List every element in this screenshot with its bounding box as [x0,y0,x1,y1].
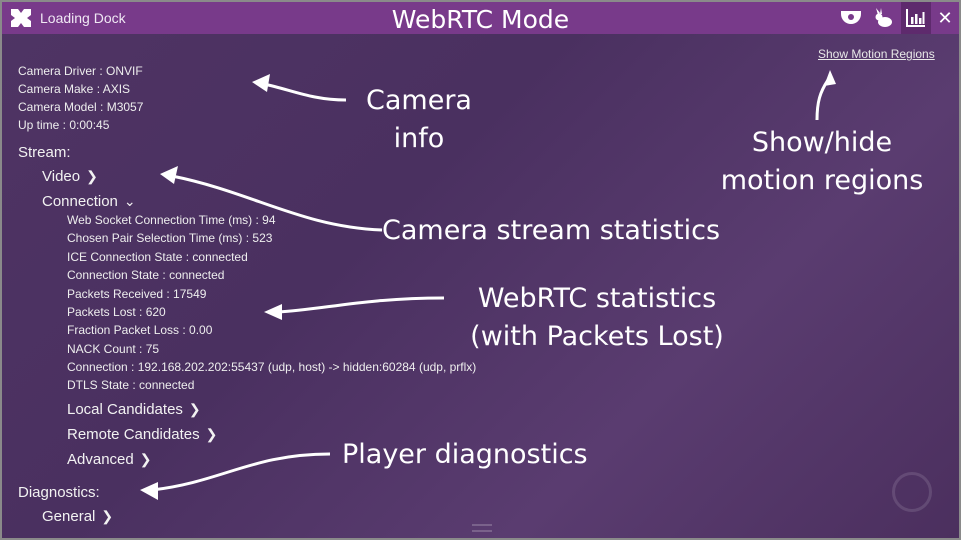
camera-driver: Camera Driver : ONVIF [18,64,143,78]
chevron-right-icon: ❯ [139,451,152,467]
diagnostics-label: Diagnostics: [18,484,100,501]
annotation-line: info [393,123,445,154]
local-candidates-label: Local Candidates [67,401,183,418]
general-label: General [42,508,96,525]
chevron-right-icon: ❯ [188,401,201,417]
remote-candidates-toggle[interactable]: Remote Candidates ❯ [67,426,217,443]
remote-candidates-label: Remote Candidates [67,426,200,443]
annotation-line: motion regions [720,165,924,196]
app-logo-icon [11,9,31,27]
stat-ws-time: Web Socket Connection Time (ms) : 94 [67,213,276,227]
connection-toggle[interactable]: Connection ⌄ [42,193,136,210]
rabbit-icon[interactable] [868,2,898,34]
advanced-label: Advanced [67,451,134,468]
camera-dome-icon[interactable] [836,2,866,34]
bar-chart-icon[interactable] [901,2,931,34]
annotation-line: Show/hide [751,127,893,158]
video-toggle[interactable]: Video ❯ [42,168,98,185]
annotation-webrtc: WebRTC statistics (with Packets Lost) [442,280,752,356]
arrow-webrtc [276,296,445,314]
window-title: Loading Dock [40,10,126,26]
annotation-line: (with Packets Lost) [470,321,724,352]
stat-dtls: DTLS State : connected [67,378,195,392]
arrow-stream-stats [171,174,383,232]
camera-model: Camera Model : M3057 [18,100,144,114]
chevron-right-icon: ❯ [101,508,114,524]
drag-handle[interactable] [472,524,492,532]
stat-ice-state: ICE Connection State : connected [67,250,248,264]
annotation-stream-stats: Camera stream statistics [382,215,721,246]
advanced-toggle[interactable]: Advanced ❯ [67,451,151,468]
annotation-player: Player diagnostics [342,439,588,470]
show-motion-regions-link[interactable]: Show Motion Regions [818,47,935,61]
annotation-line: WebRTC statistics [477,283,717,314]
zoom-search-icon[interactable] [892,472,932,512]
stat-fraction-loss: Fraction Packet Loss : 0.00 [67,323,213,337]
local-candidates-toggle[interactable]: Local Candidates ❯ [67,401,201,418]
arrow-camera-info [263,82,347,102]
stat-nack: NACK Count : 75 [67,342,160,356]
stat-connection: Connection : 192.168.202.202:55437 (udp,… [67,360,477,374]
close-button[interactable]: ✕ [937,7,953,28]
stat-packets-received: Packets Received : 17549 [67,287,207,301]
stat-conn-state: Connection State : connected [67,268,225,282]
annotation-motion: Show/hide motion regions [702,124,942,200]
annotation-line: Camera [366,85,472,116]
up-time: Up time : 0:00:45 [18,118,110,132]
stat-pair-time: Chosen Pair Selection Time (ms) : 523 [67,231,273,245]
arrow-motion [815,79,830,121]
stat-packets-lost: Packets Lost : 620 [67,305,166,319]
video-label: Video [42,168,81,185]
annotation-camera-info: Camera info [354,82,484,158]
camera-make: Camera Make : AXIS [18,82,131,96]
chevron-right-icon: ❯ [86,168,98,184]
stream-label: Stream: [18,144,71,161]
arrow-player [151,452,331,492]
general-toggle[interactable]: General ❯ [42,508,113,525]
connection-label: Connection [42,193,118,210]
chevron-right-icon: ❯ [205,426,218,442]
chevron-down-icon: ⌄ [123,193,136,209]
